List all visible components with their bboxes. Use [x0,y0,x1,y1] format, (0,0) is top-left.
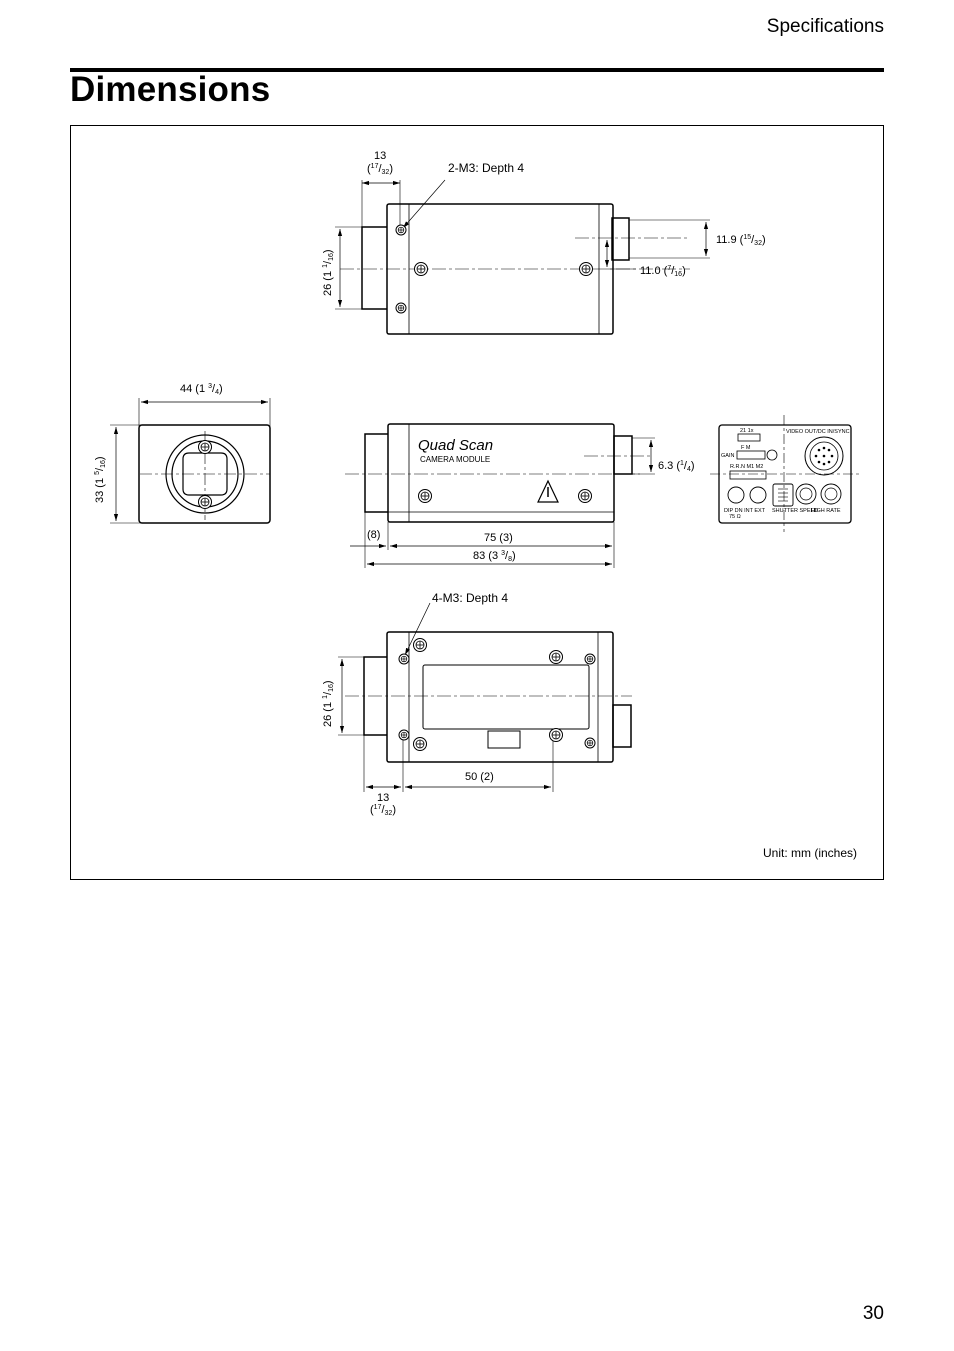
dim-44: 44 (1 3/4) [180,383,223,396]
dim-26-top: 26 (1 1/16) [322,249,335,296]
bottom-dim-13-frac: (17/32) [370,804,396,817]
camera-module-label: CAMERA MODULE [420,455,490,464]
page-number: 30 [862,1303,884,1324]
rear-connector-pins [814,446,834,466]
dim-75: 75 (3) [484,532,513,544]
label-2m3-depth: 2-M3: Depth 4 [448,161,524,175]
rear-video-out: VIDEO OUT/DC IN/SYNC [786,429,850,435]
brand-label: Quad Scan [418,437,493,454]
drawing-frame [70,125,884,880]
top-dim-13: 13 [374,150,386,162]
rear-modes: R.R.N M1 M2 [730,464,763,470]
rear-fm: F M [741,445,751,451]
dim-33: 33 (1 5/16) [94,456,107,503]
page-title: Dimensions [70,70,271,109]
side-view [345,423,655,568]
dim-8: (8) [367,529,380,541]
rear-shutter-speed: SHUTTER SPEED [772,508,818,514]
dim-83: 83 (3 3/8) [473,550,516,563]
dim-6-3: 6.3 (1/4) [658,460,695,473]
header-rule [70,68,884,72]
dim-11-0: 11.0 (7/16) [640,265,686,278]
top-view [335,179,710,335]
rear-dip-labels: DIP DN INT EXT [724,508,766,514]
rear-gain: GAIN [721,453,734,459]
label-4m3-depth: 4-M3: Depth 4 [432,591,508,605]
rear-gain-positions: 21 1x [740,428,754,434]
dim-50: 50 (2) [465,771,494,783]
dim-11-9: 11.9 (15/32) [716,234,766,247]
rear-high-rate: HIGH RATE [811,508,841,514]
bottom-dim-13: 13 [377,792,389,804]
rear-dip-sub: 75 Ω [729,514,741,520]
top-dim-13-frac: (17/32) [367,163,393,176]
bottom-view [338,602,632,792]
dim-26-bottom: 26 (1 1/16) [322,680,335,727]
unit-label: Unit: mm (inches) [763,846,857,860]
section-header: Specifications [766,16,884,37]
front-view [110,398,271,524]
